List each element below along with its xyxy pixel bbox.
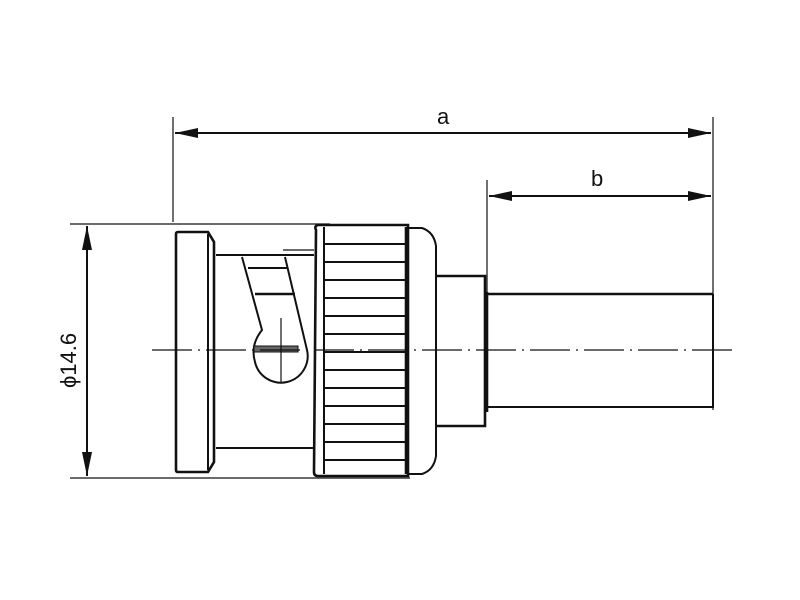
flange-outline	[174, 230, 216, 474]
collar-outline	[436, 274, 487, 428]
dimension-b-label: b	[591, 166, 603, 191]
nut-rear-rounded	[408, 227, 437, 475]
bayonet-slot	[241, 256, 309, 384]
crimp-sleeve	[488, 292, 714, 408]
dimension-a: a	[172, 104, 714, 410]
arrow-dia-top-icon	[82, 226, 92, 250]
bayonet-pin	[253, 345, 299, 353]
connector-body	[216, 249, 314, 449]
arrow-a-left-icon	[175, 128, 198, 138]
front-flange	[174, 230, 216, 474]
rear-collar	[436, 274, 489, 428]
arrow-b-right-icon	[688, 191, 711, 201]
knurl-lines	[324, 243, 406, 461]
dimension-b: b	[486, 166, 711, 292]
nut-outline	[312, 223, 410, 478]
arrow-dia-bottom-icon	[82, 452, 92, 476]
dimension-diameter: ϕ14.6	[56, 223, 410, 479]
arrow-a-right-icon	[688, 128, 711, 138]
coupling-nut	[312, 223, 437, 478]
arrow-b-left-icon	[489, 191, 512, 201]
dimension-a-label: a	[437, 104, 450, 129]
dimension-diameter-label: ϕ14.6	[56, 333, 81, 388]
